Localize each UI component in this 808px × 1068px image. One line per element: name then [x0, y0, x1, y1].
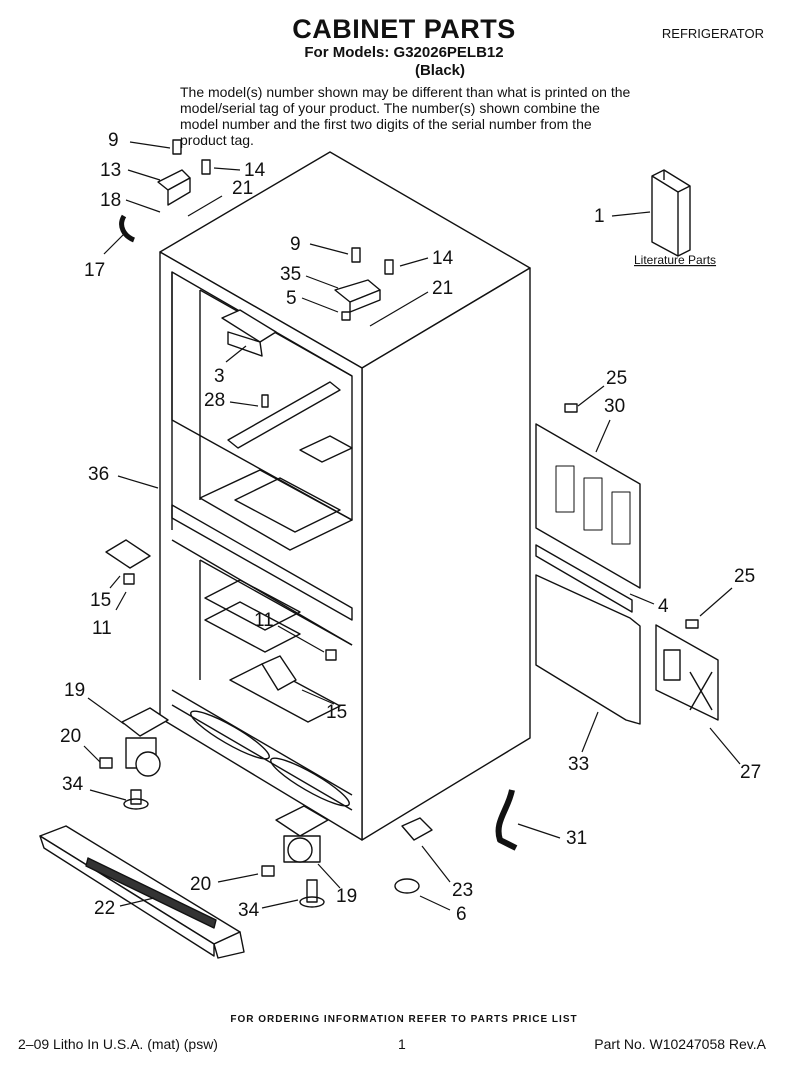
refrigerator-cabinet — [159, 151, 531, 841]
center-hinge-bracket — [105, 539, 151, 569]
callout-36: 36 — [88, 464, 109, 485]
screw — [341, 311, 351, 321]
callout-30: 30 — [604, 396, 625, 417]
page-title: CABINET PARTS — [292, 14, 516, 44]
callout-20: 20 — [60, 726, 81, 747]
callout-19: 19 — [336, 886, 357, 907]
model-line: For Models: G32026PELB12 — [304, 44, 504, 61]
callout-20: 20 — [190, 874, 211, 895]
callout-6: 6 — [456, 904, 467, 925]
page-number: 1 — [398, 1036, 406, 1052]
callout-11: 11 — [254, 610, 274, 631]
right-roller-assembly — [275, 805, 329, 908]
product-category: REFRIGERATOR — [661, 26, 764, 41]
litho-info: 2–09 Litho In U.S.A. (mat) (psw) — [18, 1036, 218, 1052]
callout-22: 22 — [94, 898, 115, 919]
callout-14: 14 — [432, 248, 454, 269]
callout-14: 14 — [244, 160, 266, 181]
center-hinge-bracket-2 — [261, 655, 297, 691]
callout-3: 3 — [214, 366, 225, 387]
top-center-hinge — [334, 247, 394, 313]
callout-31: 31 — [566, 828, 587, 849]
rear-cover-panel — [535, 574, 641, 725]
ordering-info: FOR ORDERING INFORMATION REFER TO PARTS … — [230, 1014, 578, 1025]
callout-34: 34 — [238, 900, 260, 921]
screw — [325, 649, 337, 661]
screw — [123, 573, 135, 585]
callout-17: 17 — [84, 260, 105, 281]
callout-13: 13 — [100, 160, 121, 181]
screw — [99, 757, 113, 769]
control-bracket — [221, 309, 277, 408]
callout-23: 23 — [452, 880, 473, 901]
color-variant: (Black) — [414, 62, 466, 79]
callout-25: 25 — [606, 368, 627, 389]
left-roller-assembly — [121, 707, 169, 810]
grommet — [394, 878, 420, 894]
toe-grille — [39, 825, 245, 959]
part-number: Part No. W10247058 Rev.A — [594, 1036, 766, 1052]
compressor-bracket — [655, 624, 719, 721]
literature-parts-label: Literature Parts — [634, 253, 716, 267]
callout-25: 25 — [734, 566, 755, 587]
screw — [685, 619, 699, 629]
top-left-hinge — [157, 139, 211, 206]
screw — [564, 403, 578, 413]
literature-book — [651, 169, 691, 257]
drain-hose — [495, 789, 518, 851]
callout-9: 9 — [108, 130, 119, 151]
callout-34: 34 — [62, 774, 84, 795]
rear-vent-panel — [535, 423, 641, 589]
callout-15: 15 — [326, 702, 347, 723]
screw — [261, 865, 275, 877]
callout-33: 33 — [568, 754, 589, 775]
callout-21: 21 — [232, 178, 253, 199]
seal-strip — [535, 544, 633, 613]
callout-11: 11 — [92, 618, 112, 639]
callout-27: 27 — [740, 762, 761, 783]
leader-lines — [83, 141, 741, 911]
callout-35: 35 — [280, 264, 301, 285]
callout-21: 21 — [432, 278, 453, 299]
callout-18: 18 — [100, 190, 121, 211]
callout-9: 9 — [290, 234, 301, 255]
callout-19: 19 — [64, 680, 85, 701]
callout-4: 4 — [658, 596, 669, 617]
hinge-cover — [119, 214, 136, 243]
model-number-note: The model(s) number shown may be differe… — [180, 84, 631, 148]
callout-1: 1 — [594, 206, 605, 227]
tube-clamp — [401, 817, 433, 841]
callout-28: 28 — [204, 390, 225, 411]
callout-labels: 9 13 14 18 21 17 9 14 35 5 21 1 Literatu… — [60, 130, 761, 925]
callout-15: 15 — [90, 590, 111, 611]
callout-5: 5 — [286, 288, 297, 309]
